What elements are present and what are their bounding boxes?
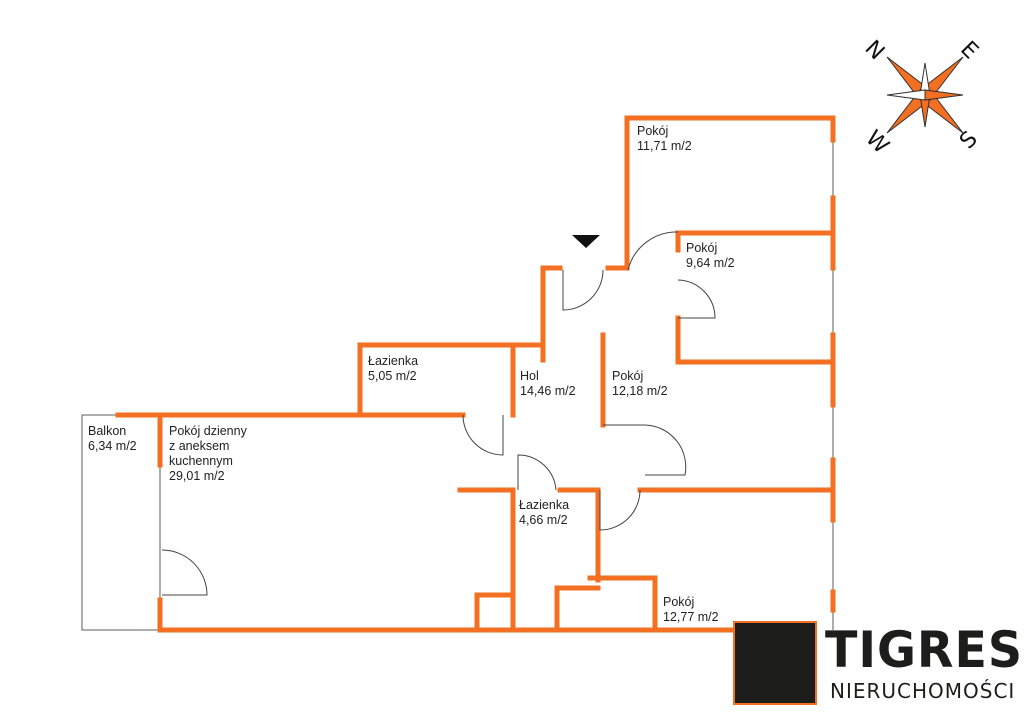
windows xyxy=(81,118,834,631)
logo-name: TIGRES xyxy=(825,621,1024,679)
entrance-arrow-icon xyxy=(572,235,600,248)
walls xyxy=(115,115,836,633)
logo-box xyxy=(733,621,817,705)
logo-subtitle: NIERUCHOMOŚCI xyxy=(830,679,1016,703)
doors xyxy=(161,231,716,596)
compass-rose-icon xyxy=(886,56,964,134)
